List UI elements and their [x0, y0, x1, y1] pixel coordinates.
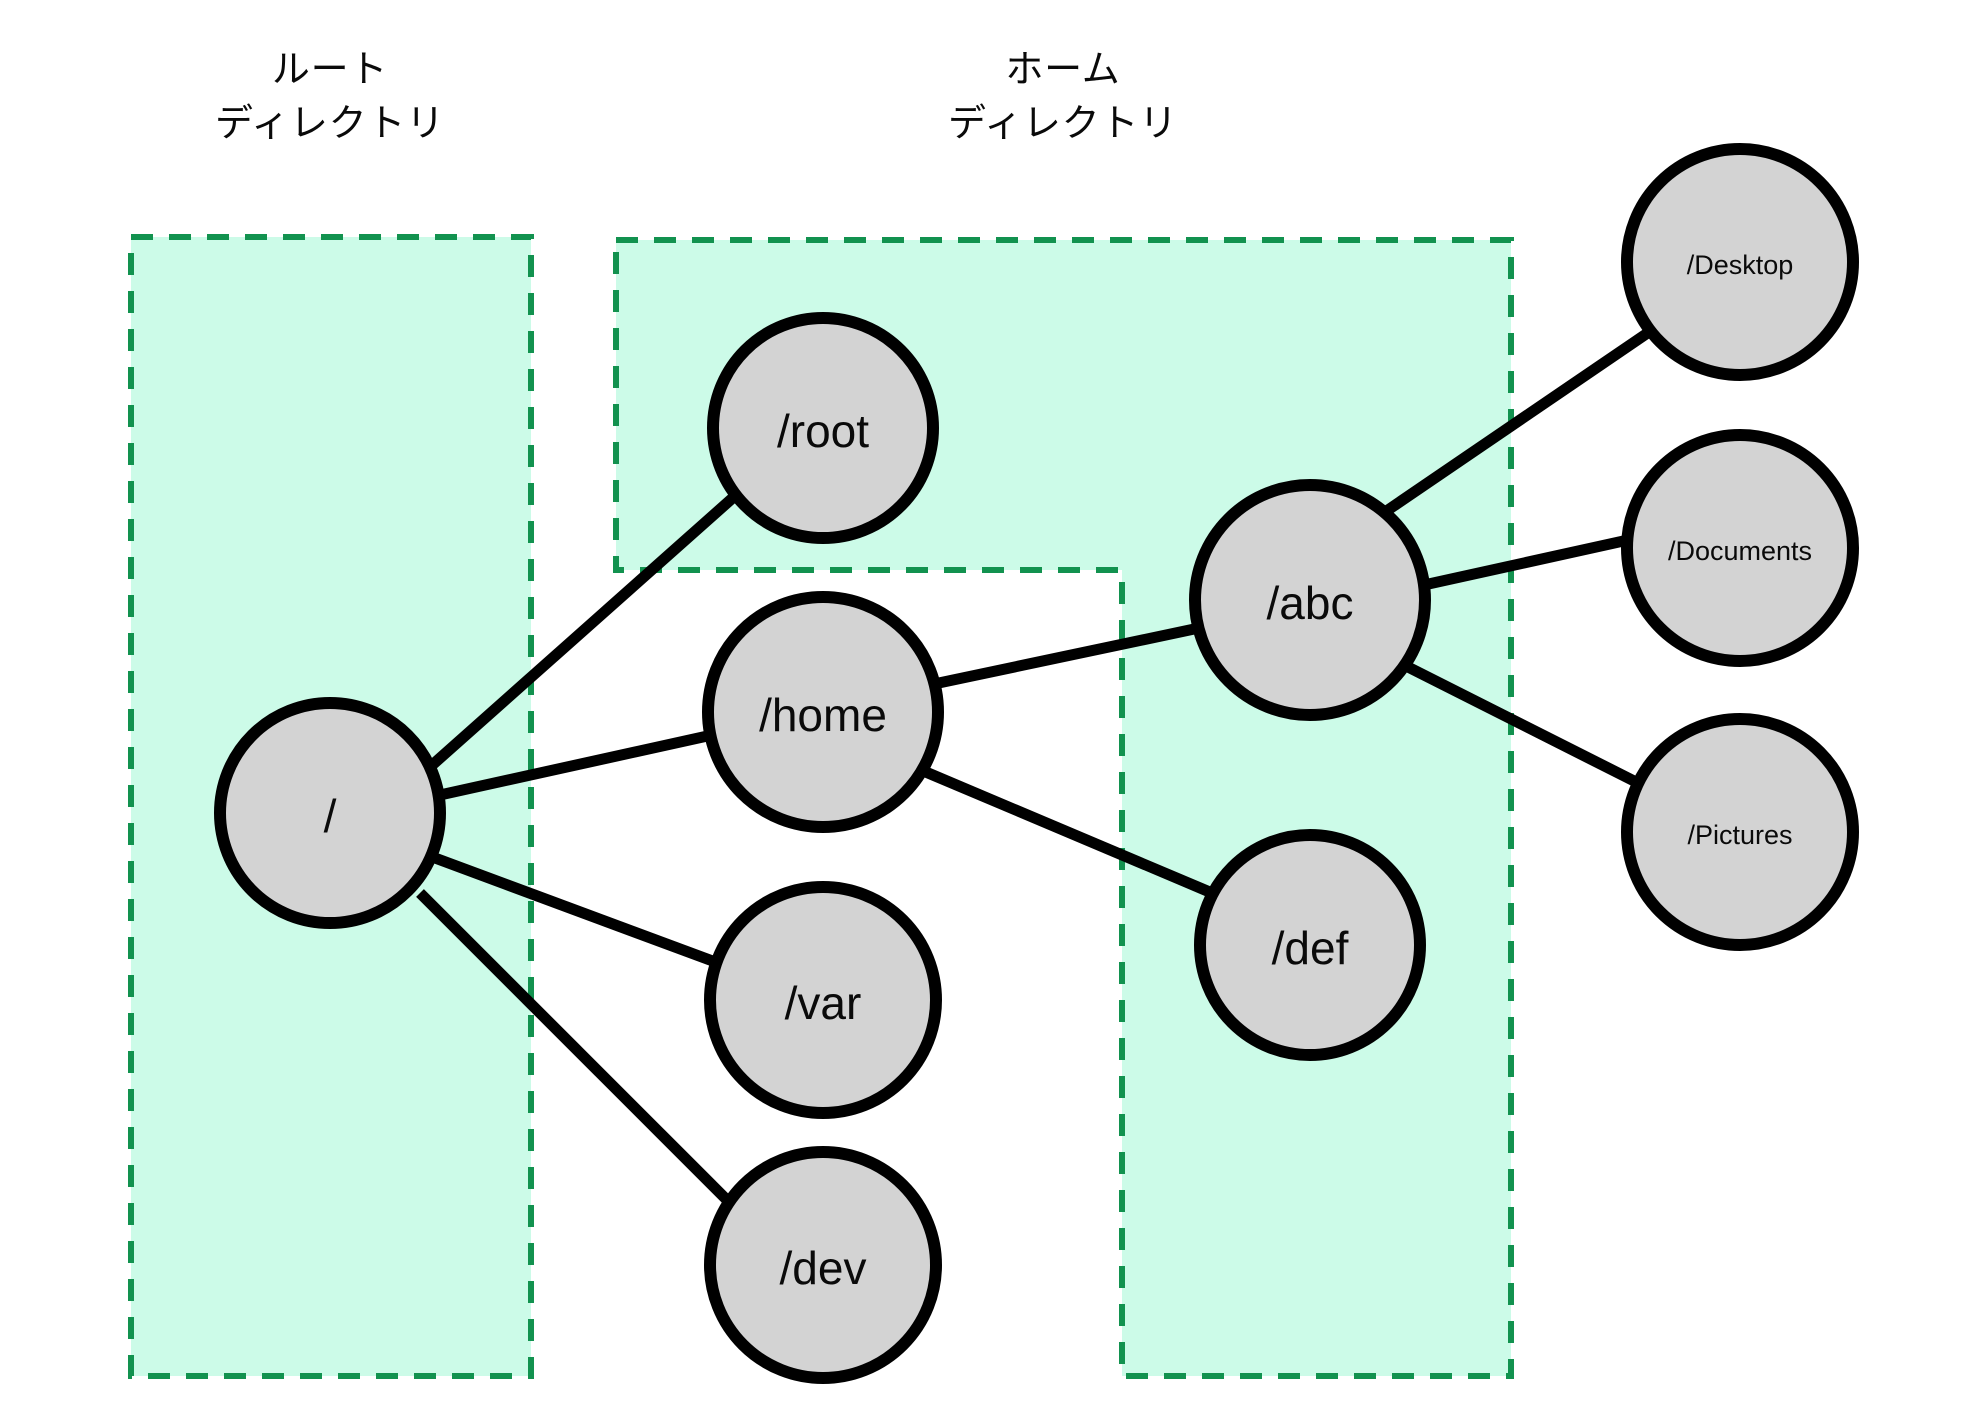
node-root-dir[interactable]: /root — [707, 312, 939, 544]
edge-root-to-var — [433, 852, 720, 969]
node-root-dir-label: /root — [777, 405, 869, 457]
node-documents-label: /Documents — [1668, 536, 1812, 566]
node-var[interactable]: /var — [704, 881, 942, 1119]
node-def[interactable]: /def — [1194, 829, 1426, 1061]
node-desktop-label: /Desktop — [1687, 250, 1794, 280]
edge-root-to-dev — [416, 889, 731, 1204]
node-documents-circle[interactable] — [1621, 429, 1859, 667]
node-pictures-label: /Pictures — [1687, 820, 1792, 850]
node-abc-label: /abc — [1267, 577, 1354, 629]
edge-home-to-def — [918, 764, 1215, 899]
node-root-dir-circle[interactable] — [707, 312, 939, 544]
node-home-label: /home — [759, 689, 887, 741]
region-label-root-directory: ルート ディレクトリ — [215, 49, 445, 145]
node-desktop-circle[interactable] — [1621, 143, 1859, 381]
node-def-circle[interactable] — [1194, 829, 1426, 1061]
node-home-circle[interactable] — [702, 591, 944, 833]
node-home[interactable]: /home — [702, 591, 944, 833]
node-pictures-circle[interactable] — [1621, 713, 1859, 951]
node-def-label: /def — [1272, 922, 1349, 974]
node-root-circle[interactable] — [214, 697, 446, 929]
node-abc-circle[interactable] — [1189, 479, 1431, 721]
node-dev-circle[interactable] — [704, 1146, 942, 1384]
region-label-home-directory: ホーム ディレクトリ — [948, 49, 1178, 145]
edge-abc-to-documents — [1422, 534, 1630, 591]
node-dev[interactable]: /dev — [704, 1146, 942, 1384]
edge-group — [416, 325, 1656, 1204]
node-documents[interactable]: /Documents — [1621, 429, 1859, 667]
node-abc[interactable]: /abc — [1189, 479, 1431, 721]
edge-abc-to-pictures — [1401, 660, 1645, 790]
node-root[interactable]: / — [214, 697, 446, 929]
edge-root-to-home — [438, 729, 714, 801]
node-var-circle[interactable] — [704, 881, 942, 1119]
node-dev-label: /dev — [780, 1242, 867, 1294]
edge-abc-to-desktop — [1381, 325, 1656, 517]
node-group: / /root /home /var /dev /abc — [214, 143, 1859, 1384]
node-desktop[interactable]: /Desktop — [1621, 143, 1859, 381]
node-var-label: /var — [785, 977, 862, 1029]
node-pictures[interactable]: /Pictures — [1621, 713, 1859, 951]
edge-home-to-abc — [932, 622, 1201, 690]
edge-root-to-root-dir — [426, 490, 740, 772]
node-root-label: / — [324, 790, 337, 842]
